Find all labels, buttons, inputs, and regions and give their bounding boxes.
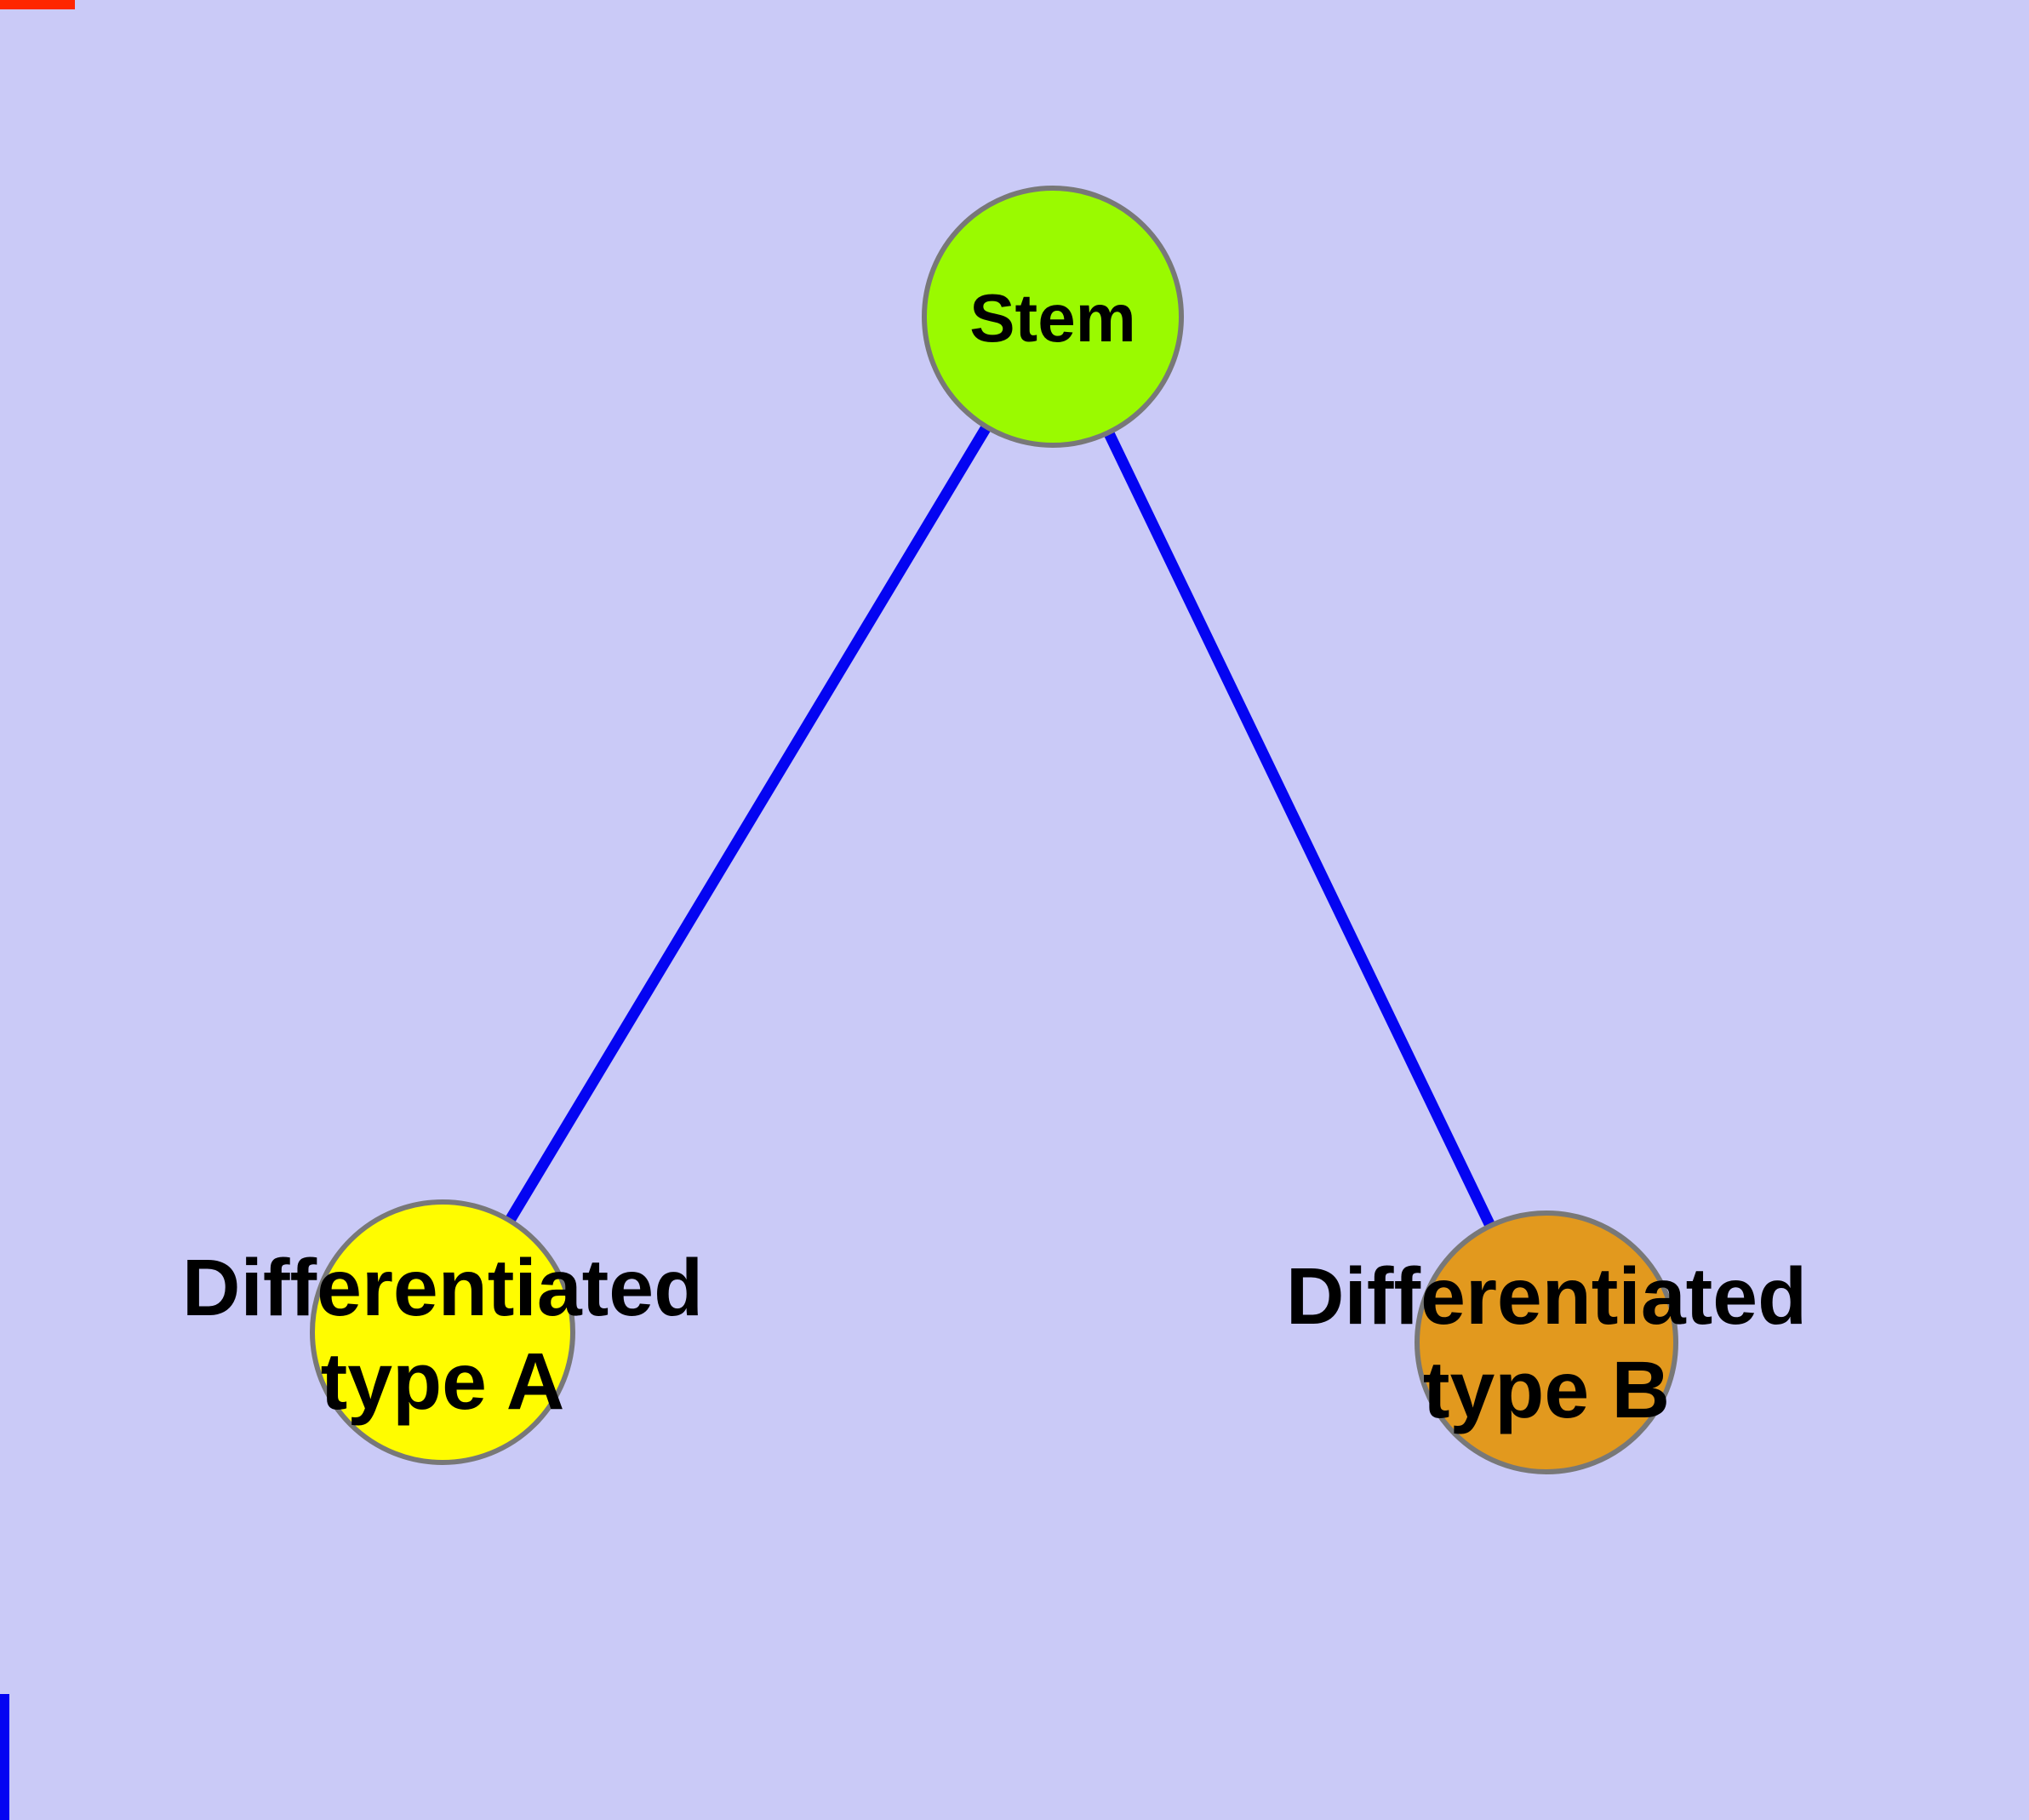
node-differentiated-type-a (310, 1199, 575, 1465)
top-edge-red-artifact (0, 0, 75, 9)
edge-stem-to-type-a (437, 313, 1058, 1336)
node-differentiated-type-b (1415, 1210, 1678, 1474)
edge-stem-to-type-b (1048, 314, 1552, 1345)
node-stem (922, 186, 1184, 448)
left-edge-blue-artifact (0, 1694, 9, 1820)
